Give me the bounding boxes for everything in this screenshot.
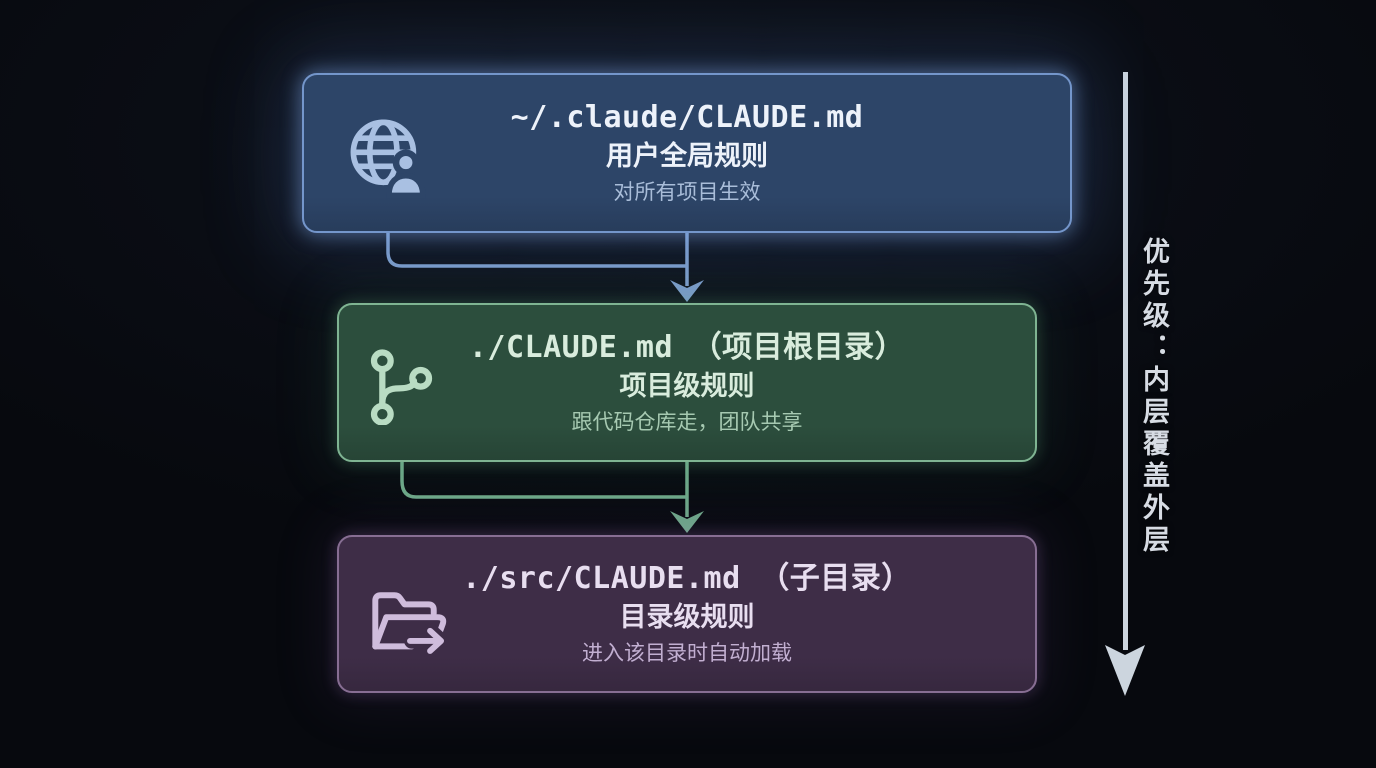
node-text-block: ./CLAUDE.md （项目根目录） 项目级规则 跟代码仓库走，团队共享 bbox=[339, 305, 1035, 460]
node-text-block: ./src/CLAUDE.md （子目录） 目录级规则 进入该目录时自动加载 bbox=[339, 537, 1035, 691]
node-subdirectory-rules: ./src/CLAUDE.md （子目录） 目录级规则 进入该目录时自动加载 bbox=[337, 535, 1037, 693]
node-note: 跟代码仓库走，团队共享 bbox=[571, 409, 803, 434]
globe-user-icon bbox=[344, 111, 434, 201]
node-path: ~/.claude/CLAUDE.md bbox=[510, 100, 864, 135]
node-user-global-rules: ~/.claude/CLAUDE.md 用户全局规则 对所有项目生效 bbox=[302, 73, 1072, 233]
node-note: 对所有项目生效 bbox=[613, 180, 761, 204]
git-branch-icon bbox=[359, 345, 439, 425]
connector-global-to-project bbox=[386, 233, 704, 302]
node-path: ./CLAUDE.md （项目根目录） bbox=[468, 329, 906, 365]
node-project-rules: ./CLAUDE.md （项目根目录） 项目级规则 跟代码仓库走，团队共享 bbox=[337, 303, 1037, 462]
node-text-block: ~/.claude/CLAUDE.md 用户全局规则 对所有项目生效 bbox=[304, 75, 1070, 231]
node-level: 用户全局规则 bbox=[606, 141, 768, 172]
folder-arrow-icon bbox=[363, 577, 457, 661]
node-note: 进入该目录时自动加载 bbox=[582, 641, 792, 665]
priority-side-label: 优先级：内层覆盖外层 bbox=[1138, 237, 1169, 557]
node-level: 项目级规则 bbox=[619, 370, 755, 402]
node-path: ./src/CLAUDE.md （子目录） bbox=[462, 561, 912, 596]
node-level: 目录级规则 bbox=[619, 602, 755, 633]
connector-project-to-subdir bbox=[400, 462, 704, 533]
